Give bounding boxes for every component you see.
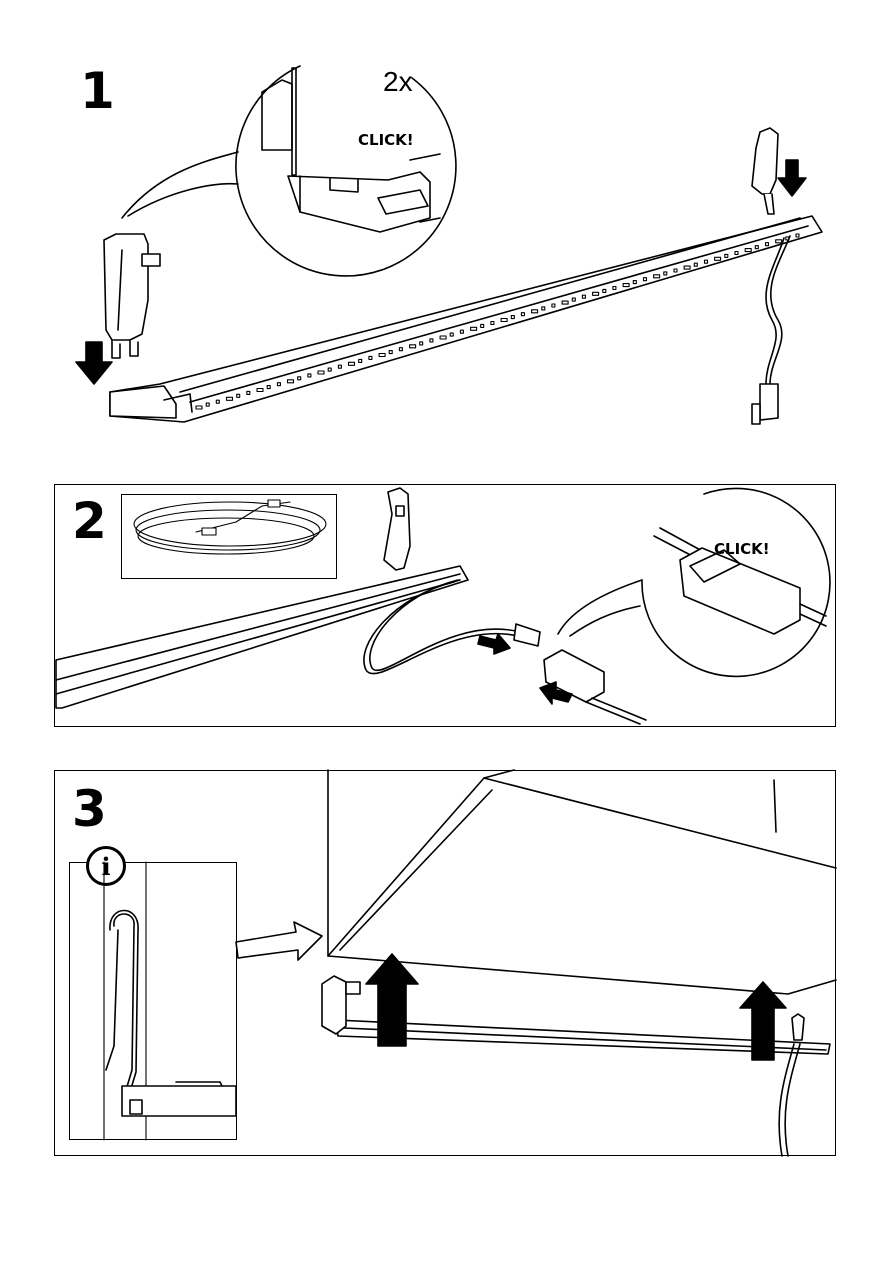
arrow-down-icon: [778, 160, 806, 196]
led-dot: [766, 243, 769, 246]
led-dot: [603, 289, 606, 292]
led-dot: [440, 336, 446, 339]
led-dot: [471, 327, 477, 330]
led-dot: [237, 394, 240, 397]
step-1-zoom-callout: [122, 66, 456, 276]
led-dot: [206, 403, 209, 406]
led-dot: [644, 278, 647, 281]
step-2-coiled-cable: [134, 500, 326, 554]
led-dot: [481, 324, 484, 327]
arrow-right-icon: [236, 922, 322, 960]
led-dot: [552, 304, 555, 307]
led-dot: [379, 354, 385, 357]
led-dot: [338, 365, 341, 368]
led-dot: [349, 362, 355, 365]
led-dot: [715, 257, 721, 260]
led-dot: [796, 234, 799, 237]
step-2-illustration: [0, 484, 894, 744]
step-1-led-strip: [110, 216, 822, 422]
led-dot: [694, 263, 697, 266]
step-3-cabinet: [328, 770, 836, 994]
led-dot: [359, 359, 362, 362]
led-dot: [369, 356, 372, 359]
led-dot: [562, 301, 568, 304]
led-dot: [684, 266, 690, 269]
led-dot: [582, 295, 585, 298]
led-dot: [511, 316, 514, 319]
led-dot: [633, 281, 636, 284]
led-dot: [410, 345, 416, 348]
arrow-down-icon: [76, 342, 112, 384]
led-dot: [776, 240, 782, 243]
led-dot: [745, 249, 751, 252]
led-dot: [491, 322, 494, 325]
led-dot: [725, 254, 728, 257]
led-dot: [674, 269, 677, 272]
led-dot: [532, 310, 538, 313]
led-dot: [450, 333, 453, 336]
led-dot: [257, 389, 263, 392]
led-dot: [420, 342, 423, 345]
led-dot: [216, 400, 219, 403]
led-dot: [542, 307, 545, 310]
led-dot: [288, 380, 294, 383]
step-2-clip: [384, 488, 410, 570]
led-dot: [572, 298, 575, 301]
step-3-illustration: [0, 770, 894, 1170]
led-dot: [247, 391, 250, 394]
led-dot: [521, 313, 524, 316]
led-dot: [593, 292, 599, 295]
led-dot: [430, 339, 433, 342]
led-dot: [308, 374, 311, 377]
led-dot: [654, 275, 660, 278]
led-dot: [277, 383, 280, 386]
led-dot: [196, 406, 202, 409]
led-dot: [664, 272, 667, 275]
step-3-info-detail: [104, 862, 236, 1140]
led-dot: [298, 377, 301, 380]
led-dot: [623, 284, 629, 287]
led-dot: [389, 351, 392, 354]
led-dot: [460, 330, 463, 333]
step-1-right-clip: [752, 128, 778, 214]
step-1-left-clip: [104, 234, 160, 358]
led-dot: [501, 319, 507, 322]
led-dot: [399, 348, 402, 351]
led-dot: [613, 287, 616, 290]
step-2-led-strip: [56, 566, 468, 708]
step-3-cable: [785, 1044, 800, 1156]
led-dot: [227, 397, 233, 400]
led-dot: [755, 246, 758, 249]
step-1-illustration: [0, 0, 894, 460]
led-dot: [267, 386, 270, 389]
led-dot: [705, 260, 708, 263]
led-dot: [735, 252, 738, 255]
arrow-right-icon: [478, 634, 510, 654]
step-2-female-connector: [544, 650, 646, 724]
step-1-cable: [752, 236, 790, 424]
led-dot: [318, 371, 324, 374]
step-2-zoom-callout: [558, 488, 830, 676]
step-2-male-connector: [514, 624, 540, 646]
led-dot: [328, 368, 331, 371]
